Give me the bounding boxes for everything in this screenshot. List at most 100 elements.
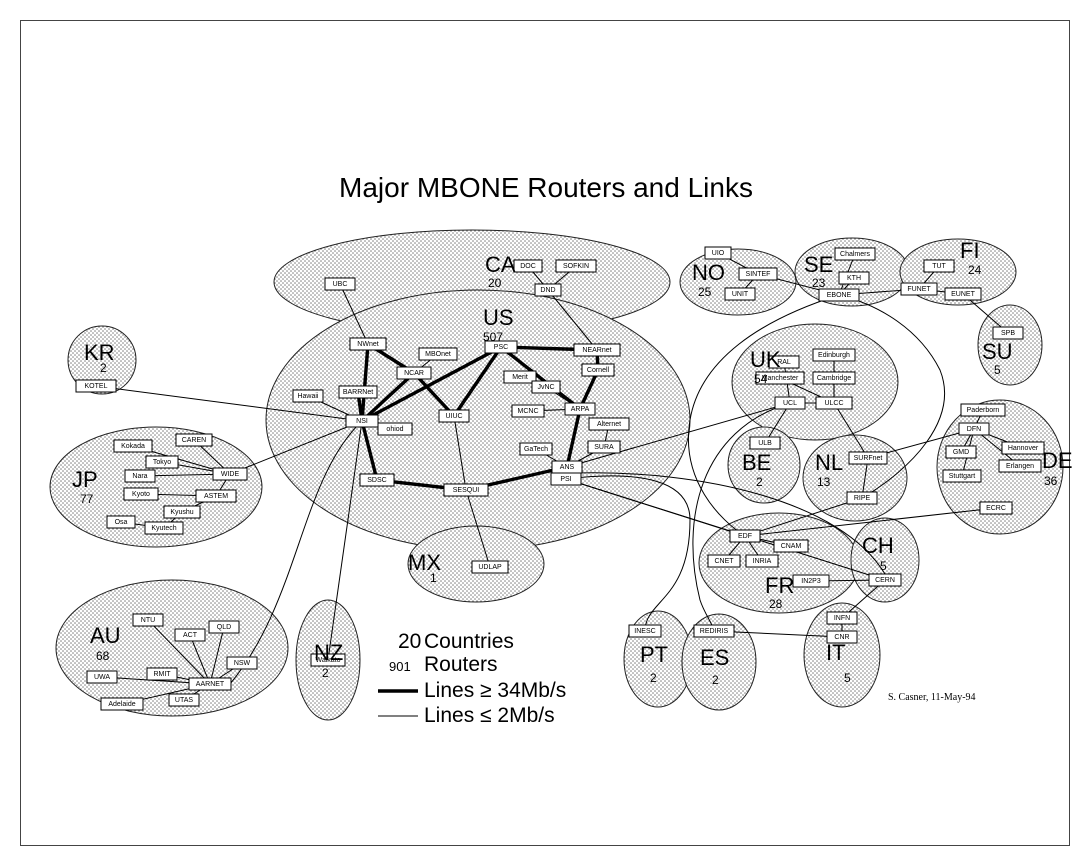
region-code-pt: PT [640, 642, 668, 667]
link-thin-ucl-ans [566, 402, 791, 468]
router-box [75, 379, 117, 393]
router-unit: UNIT [724, 287, 756, 301]
router-label: Chalmers [840, 251, 870, 258]
router-mcnc: MCNC [511, 404, 545, 418]
router-label: BARRNet [343, 389, 373, 396]
router-label: GaTech [524, 446, 548, 453]
router-label: TUT [932, 263, 946, 270]
router-label: INFN [834, 615, 850, 622]
router-label: Hannover [1008, 445, 1039, 452]
router-label: NEARnet [582, 347, 611, 354]
router-alternet: Alternet [588, 417, 630, 431]
link-thin-kotel-nsi [95, 385, 363, 422]
router-box [484, 340, 518, 354]
router-label: AARNET [196, 681, 225, 688]
router-box [377, 422, 413, 436]
router-label: UNIT [732, 291, 749, 298]
router-doc: DOC [513, 259, 543, 273]
router-box [531, 380, 561, 394]
region-code-fr: FR [765, 573, 794, 598]
link-thick-arpa-ans [565, 407, 582, 469]
router-box [628, 624, 662, 638]
router-label: UTAS [175, 697, 193, 704]
router-box [1001, 441, 1045, 455]
legend-countries-count: 20 [398, 630, 421, 653]
link-thin-uiuc-sesqui [453, 415, 467, 491]
router-box [838, 271, 870, 285]
router-box [124, 469, 156, 483]
router-inesc: INESC [628, 624, 662, 638]
router-label: NSI [356, 418, 368, 425]
router-stuttgart: Stuttgart [942, 469, 982, 483]
region-count-no: 25 [698, 285, 712, 299]
link-thick-psc-arpa [499, 345, 582, 411]
router-ans: ANS [551, 460, 583, 474]
router-label: IN2P3 [801, 578, 821, 585]
router-label: ASTEM [204, 493, 228, 500]
router-box [292, 389, 324, 403]
router-label: UIUC [445, 413, 462, 420]
router-merit: Merit [503, 370, 537, 384]
router-box [707, 554, 741, 568]
router-label: RIPE [854, 495, 871, 502]
router-label: DND [540, 287, 555, 294]
router-infn: INFN [826, 611, 858, 625]
router-label: UBC [333, 281, 348, 288]
link-thin-psi-edf [565, 478, 746, 537]
router-in2p3: IN2P3 [792, 574, 830, 588]
router-caren: CAREN [175, 433, 213, 447]
region-code-mx: MX [408, 550, 441, 575]
region-count-ca: 20 [488, 276, 502, 290]
legend-countries-label: Countries [424, 630, 514, 653]
router-box [792, 574, 830, 588]
router-box [815, 396, 853, 410]
router-label: NTU [141, 617, 155, 624]
router-box [812, 348, 856, 362]
router-cornell: Cornell [581, 363, 615, 377]
region-count-fi: 24 [968, 263, 982, 277]
link-thin-wide-nsi [229, 420, 363, 475]
region-es [681, 613, 757, 711]
router-box [745, 554, 779, 568]
router-label: EBONE [827, 292, 852, 299]
router-ntu: NTU [132, 613, 164, 627]
router-box [992, 326, 1024, 340]
region-ch [850, 517, 920, 603]
router-cnam: CNAM [773, 539, 809, 553]
router-label: MCNC [518, 408, 539, 415]
router-label: Tokyo [153, 459, 171, 466]
link-thin-aarnet-qld [209, 626, 225, 685]
region-count-ch: 5 [880, 559, 887, 573]
router-cnr: CNR [826, 630, 858, 644]
router-funet: FUNET [900, 282, 938, 296]
router-uio: UIO [704, 246, 732, 260]
router-box [812, 371, 856, 385]
router-label: CNR [834, 634, 849, 641]
router-box [168, 693, 200, 707]
region-count-kr: 2 [100, 361, 107, 375]
router-ubc: UBC [324, 277, 356, 291]
router-mbonet: MBOnet [418, 347, 458, 361]
region-count-de: 36 [1044, 474, 1058, 488]
router-box [324, 277, 356, 291]
link-thin-sesqui-udlap [465, 489, 491, 568]
router-edinburgh: Edinburgh [812, 348, 856, 362]
router-label: INRIA [753, 558, 772, 565]
router-hannover: Hannover [1001, 441, 1045, 455]
region-count-pt: 2 [650, 671, 657, 685]
link-long-4 [688, 294, 840, 537]
link-thin-ubc-nwnet [339, 283, 369, 345]
router-box [208, 620, 240, 634]
region-count-nz: 2 [322, 666, 329, 680]
link-thin-edf-ripe [744, 497, 863, 537]
region-code-be: BE [742, 450, 771, 475]
router-label: UDLAP [478, 564, 502, 571]
router-dnd: DND [534, 283, 562, 297]
router-label: GMD [953, 449, 969, 456]
router-astem: ASTEM [195, 489, 237, 503]
link-thin-waikato-nsi [327, 420, 363, 661]
router-wide: WIDE [212, 467, 248, 481]
router-jvnc: JvNC [531, 380, 561, 394]
router-ohiod: ohiod [377, 422, 413, 436]
router-ecrc: ECRC [979, 501, 1013, 515]
